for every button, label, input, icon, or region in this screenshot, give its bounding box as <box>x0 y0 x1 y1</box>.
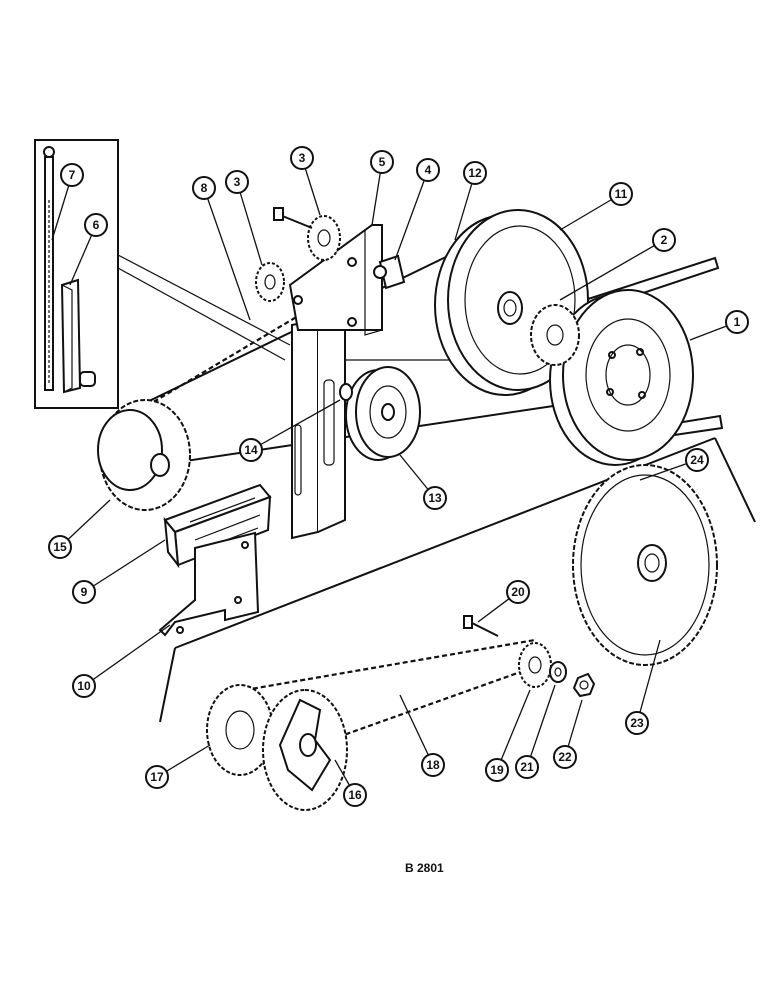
callout-9: 9 <box>72 580 96 604</box>
svg-text:12: 12 <box>468 166 482 180</box>
callouts: 1 2 3 3 4 5 6 7 8 9 10 11 12 13 14 15 16… <box>48 146 749 807</box>
svg-text:23: 23 <box>630 716 644 730</box>
callout-15: 15 <box>48 535 72 559</box>
callout-24: 24 <box>685 448 709 472</box>
callout-22: 22 <box>553 745 577 769</box>
callout-18: 18 <box>421 753 445 777</box>
rod-part <box>43 146 55 391</box>
callout-12: 12 <box>463 161 487 185</box>
svg-text:20: 20 <box>511 585 525 599</box>
svg-text:22: 22 <box>558 750 572 764</box>
callout-16: 16 <box>343 783 367 807</box>
svg-text:4: 4 <box>425 163 432 177</box>
svg-text:6: 6 <box>93 218 100 232</box>
callout-14: 14 <box>239 438 263 462</box>
svg-text:9: 9 <box>81 585 88 599</box>
svg-text:18: 18 <box>426 758 440 772</box>
svg-text:19: 19 <box>490 763 504 777</box>
callout-13: 13 <box>423 486 447 510</box>
bracket-part <box>60 278 96 394</box>
svg-text:7: 7 <box>69 168 76 182</box>
callout-17: 17 <box>145 765 169 789</box>
svg-text:3: 3 <box>299 151 306 165</box>
lower-drive <box>206 464 718 812</box>
block-and-plate <box>158 483 272 637</box>
upper-drive <box>97 207 694 540</box>
reference-code: B 2801 <box>405 861 444 875</box>
callout-2: 2 <box>652 228 676 252</box>
callout-21: 21 <box>515 755 539 779</box>
callout-11: 11 <box>609 182 633 206</box>
callout-8: 8 <box>192 176 216 200</box>
callout-1: 1 <box>725 310 749 334</box>
svg-text:13: 13 <box>428 491 442 505</box>
callout-4: 4 <box>416 158 440 182</box>
callout-19: 19 <box>485 758 509 782</box>
inset-box <box>34 139 119 409</box>
svg-text:3: 3 <box>234 175 241 189</box>
svg-text:11: 11 <box>615 187 628 201</box>
svg-text:10: 10 <box>77 679 91 693</box>
callout-23: 23 <box>625 711 649 735</box>
callout-6: 6 <box>84 213 108 237</box>
svg-text:5: 5 <box>379 155 386 169</box>
callout-5: 5 <box>370 150 394 174</box>
svg-text:1: 1 <box>734 315 741 329</box>
svg-text:16: 16 <box>348 788 362 802</box>
svg-text:8: 8 <box>201 181 208 195</box>
callout-20: 20 <box>506 580 530 604</box>
svg-text:21: 21 <box>520 760 534 774</box>
leader-lines <box>51 157 738 796</box>
callout-3a: 3 <box>290 146 314 170</box>
svg-text:24: 24 <box>690 453 704 467</box>
callout-7: 7 <box>60 163 84 187</box>
svg-text:2: 2 <box>661 233 668 247</box>
svg-text:14: 14 <box>244 443 258 457</box>
callout-10: 10 <box>72 674 96 698</box>
svg-text:17: 17 <box>150 770 164 784</box>
svg-text:15: 15 <box>53 540 67 554</box>
callout-3b: 3 <box>225 170 249 194</box>
